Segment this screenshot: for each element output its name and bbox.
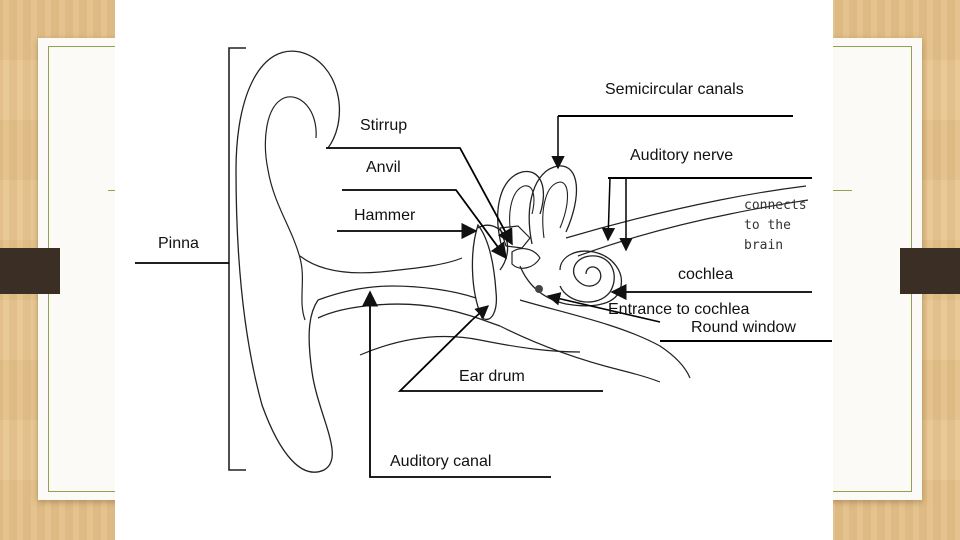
cochlea-spiral xyxy=(559,255,615,303)
pinna-outline xyxy=(235,50,341,473)
label-round-window: Round window xyxy=(691,319,796,336)
eustachian-tube-upper xyxy=(519,299,691,379)
pinna-inner-fold xyxy=(264,96,317,321)
label-auditory-nerve: Auditory nerve xyxy=(630,147,734,164)
leader-ear-drum xyxy=(397,319,603,392)
round-window xyxy=(535,285,543,293)
label-auditory-canal: Auditory canal xyxy=(390,453,492,470)
eustachian-tube-lower xyxy=(499,325,661,383)
leader-auditory-canal xyxy=(361,290,551,478)
semicircular-canal-1-inner xyxy=(509,185,535,241)
canal-upper-wall xyxy=(391,285,477,299)
leader-stirrup xyxy=(326,147,513,246)
label-cochlea: cochlea xyxy=(678,266,734,283)
label-pinna: Pinna xyxy=(158,235,199,252)
ear-diagram xyxy=(115,0,833,540)
label-stirrup: Stirrup xyxy=(360,117,408,134)
pinna-tragus xyxy=(317,285,393,301)
semicircular-canal-2 xyxy=(528,165,578,245)
label-entrance-to-cochlea: Entrance to cochlea xyxy=(608,301,750,318)
leader-entrance-to-cochlea xyxy=(546,292,661,323)
label-hammer: Hammer xyxy=(354,207,416,224)
pinna-bracket xyxy=(228,47,246,471)
side-tab-left xyxy=(0,248,60,294)
auditory-nerve-upper xyxy=(565,185,807,239)
label-ear-drum: Ear drum xyxy=(459,368,525,385)
accent-line-left xyxy=(108,190,118,191)
canal-floor xyxy=(359,335,581,356)
pinna-concha xyxy=(299,255,463,274)
semicircular-canal-2-inner xyxy=(542,181,569,239)
ear-drum xyxy=(471,223,498,320)
label-anvil: Anvil xyxy=(366,159,401,176)
side-tab-right xyxy=(900,248,960,294)
arrow-ear-drum xyxy=(471,305,490,321)
arrow-auditory-nerve-1 xyxy=(601,177,616,242)
ear-drawing xyxy=(135,47,832,478)
label-semicircular-canals: Semicircular canals xyxy=(605,81,744,98)
ossicle-stirrup xyxy=(511,248,541,269)
auditory-nerve-lower xyxy=(577,199,809,257)
label-connects-to-brain: connects to the brain xyxy=(744,198,807,253)
accent-line-right xyxy=(832,190,852,191)
canal-lower-wall xyxy=(317,303,501,327)
leader-anvil xyxy=(342,189,507,260)
